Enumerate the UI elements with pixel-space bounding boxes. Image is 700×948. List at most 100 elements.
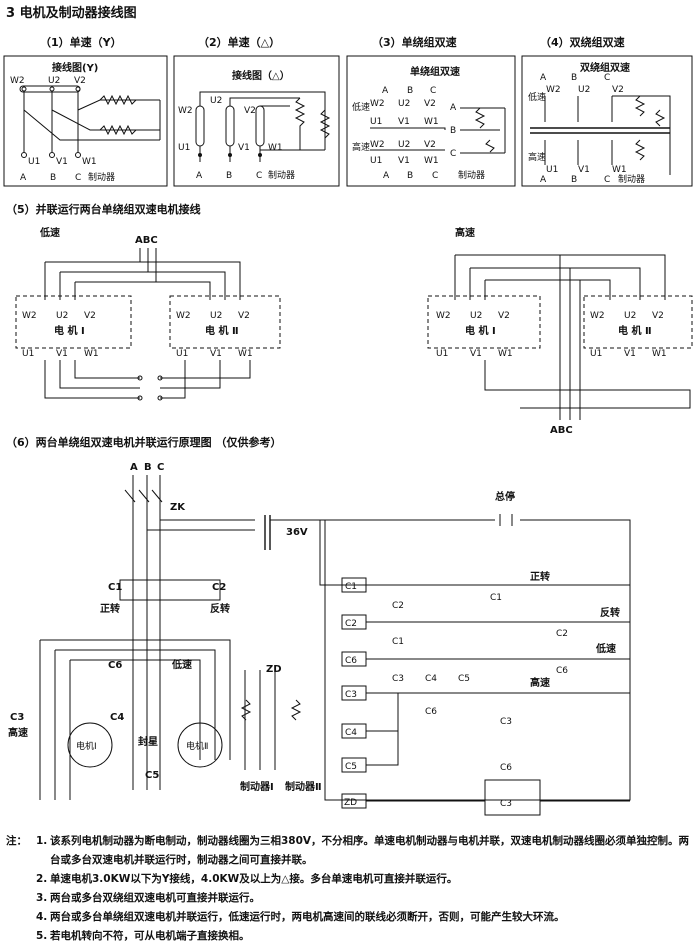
label-c3-bottom: C3	[500, 799, 512, 809]
label-w2: W2	[436, 311, 451, 321]
label-u1: U1	[28, 157, 40, 167]
label-a: A	[196, 171, 203, 181]
label-high: 高速	[352, 141, 370, 153]
label-v2: V2	[84, 311, 96, 321]
label-high-main: 高速	[8, 726, 28, 739]
section5-heading: （5）并联运行两台单绕组双速电机接线	[6, 202, 201, 216]
page-title: 3 电机及制动器接线图	[6, 5, 137, 21]
label-u1: U1	[370, 156, 382, 166]
section5-low-label: 低速	[39, 226, 60, 239]
motor1-symbol	[67, 722, 113, 768]
panel3-caption: 单绕组双速	[410, 65, 460, 78]
label-w1: W1	[84, 349, 99, 359]
label-c6-bottom: C6	[500, 763, 512, 773]
label-reverse: 反转	[600, 606, 620, 619]
label-w2: W2	[370, 140, 385, 150]
label-star: 封星	[138, 735, 158, 748]
motor2-label: 电 机 Ⅱ	[205, 324, 239, 337]
label-a: A	[20, 173, 27, 183]
label-c4: C4	[425, 674, 437, 684]
label-b: B	[407, 86, 413, 96]
label-v2: V2	[652, 311, 664, 321]
motor1-label: 电 机 Ⅰ	[54, 324, 85, 337]
label-u1: U1	[370, 117, 382, 127]
label-w2: W2	[176, 311, 191, 321]
label-v1: V1	[398, 156, 410, 166]
label-c: C	[450, 149, 456, 159]
label-u2: U2	[398, 99, 410, 109]
label-v2: V2	[74, 76, 86, 86]
label-a: A	[540, 175, 547, 185]
label-c6-aux: C6	[556, 666, 568, 676]
panel1-caption: 接线图(Y)	[52, 61, 98, 74]
label-b: B	[144, 462, 152, 473]
label-c5-main: C5	[145, 770, 159, 781]
label-w1: W1	[82, 157, 97, 167]
label-b: B	[571, 73, 577, 83]
label-c3: C3	[392, 674, 404, 684]
label-forward: 正转	[530, 570, 550, 583]
note-text: 单速电机3.0KW以下为Y接线，4.0KW及以上为△接。多台单速电机可直接并联运…	[50, 873, 458, 885]
note-number: 4.	[36, 911, 48, 923]
note-text: 若电机转向不符，可从电机端子直接换相。	[50, 930, 250, 942]
label-forward-main: 正转	[100, 602, 120, 615]
note-number: 1.	[36, 835, 48, 847]
motor2-label: 电 机 Ⅱ	[618, 324, 652, 337]
wiring-diagram: 3 电机及制动器接线图 （1）单速（Y） 接线图(Y) W2 U2 V2 U1 …	[3, 5, 693, 816]
section6-schematic: （6）两台单绕组双速电机并联运行原理图 （仅供参考） A B C ZK 36V …	[6, 435, 631, 816]
label-v1: V1	[238, 143, 250, 153]
label-c2-aux: C2	[556, 629, 568, 639]
label-high: 高速	[528, 151, 546, 163]
coil-c6: C6	[345, 656, 357, 666]
label-36v: 36V	[286, 527, 308, 538]
label-stop: 总停	[495, 490, 515, 503]
label-w1: W1	[424, 156, 439, 166]
panel-single-speed-y: （1）单速（Y） 接线图(Y) W2 U2 V2 U1 V1 W1 A B C …	[3, 35, 168, 187]
label-brake: 制动器	[458, 169, 485, 181]
label-b: B	[450, 126, 456, 136]
label-v2: V2	[244, 106, 256, 116]
label-u2: U2	[470, 311, 482, 321]
label-b: B	[571, 175, 577, 185]
label-low-speed: 低速	[595, 642, 616, 655]
panel2-caption: 接线图（△）	[232, 69, 290, 82]
label-u1: U1	[176, 349, 188, 359]
label-b: B	[407, 171, 413, 181]
panel-double-winding-two-speed: （4）双绕组双速 双绕组双速 A B C 低速 W2 U2 V2 高速 U1 V…	[521, 35, 693, 187]
label-c4-main: C4	[110, 712, 124, 723]
label-v2: V2	[424, 99, 436, 109]
label-brake: 制动器	[268, 169, 295, 181]
label-w1: W1	[238, 349, 253, 359]
label-w2: W2	[10, 76, 25, 86]
label-c3-aux: C3	[500, 717, 512, 727]
label-c6-main: C6	[108, 660, 122, 671]
panel2-heading: （2）单速（△）	[198, 35, 280, 49]
label-w1: W1	[612, 165, 627, 175]
label-c: C	[432, 171, 438, 181]
motor1-label: 电 机 Ⅰ	[465, 324, 496, 337]
label-v1: V1	[210, 349, 222, 359]
coil-c3: C3	[345, 690, 357, 700]
label-w2: W2	[178, 106, 193, 116]
label-brake: 制动器	[618, 173, 645, 185]
label-u1: U1	[436, 349, 448, 359]
label-c2-main: C2	[212, 582, 226, 593]
label-w2: W2	[22, 311, 37, 321]
label-w1: W1	[268, 143, 283, 153]
label-v1: V1	[56, 349, 68, 359]
label-c: C	[256, 171, 262, 181]
label-v2: V2	[612, 85, 624, 95]
label-v2: V2	[424, 140, 436, 150]
label-c: C	[604, 73, 610, 83]
panel-single-winding-two-speed: （3）单绕组双速 单绕组双速 A B C 低速 W2 U2 V2 U1 V1 W…	[346, 35, 516, 187]
note-number: 5.	[36, 930, 48, 942]
label-zd-main: ZD	[266, 664, 282, 675]
label-w1: W1	[498, 349, 513, 359]
notes: 注：1.该系列电机制动器为断电制动，制动器线圈为三相380V，不分相序。单速电机…	[6, 832, 696, 946]
label-a: A	[130, 462, 138, 473]
label-a: A	[383, 171, 390, 181]
coil-c1: C1	[345, 582, 357, 592]
label-c: C	[430, 86, 436, 96]
label-c: C	[157, 462, 164, 473]
